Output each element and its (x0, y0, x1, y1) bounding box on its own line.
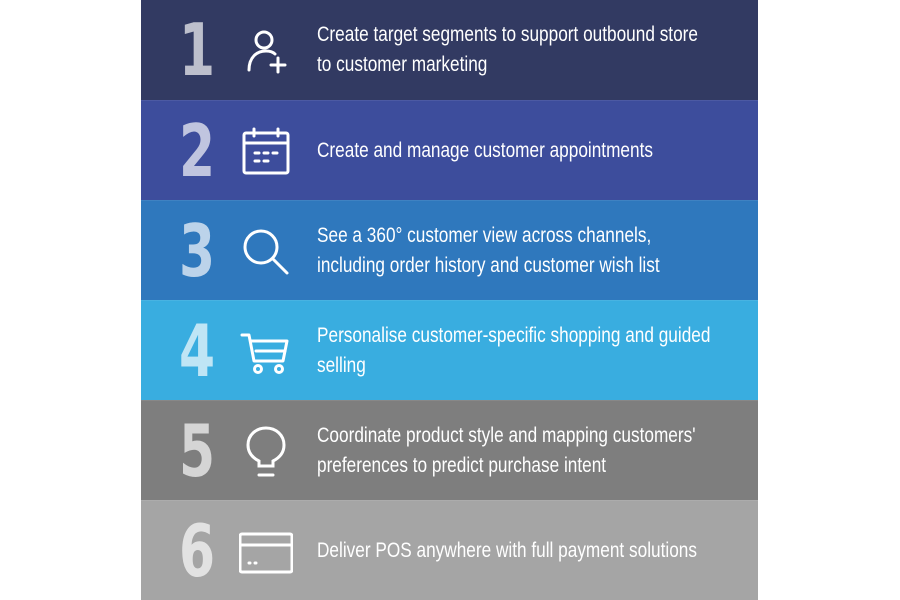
feature-text-line: to customer marketing (317, 53, 488, 76)
feature-row-5: 5 Coordinate product style and mapping c… (141, 400, 758, 500)
feature-row-4: 4 Personalise customer-specific shopping… (141, 300, 758, 400)
calendar-icon (239, 125, 293, 179)
feature-text-line: See a 360° customer view across channels… (317, 223, 652, 247)
feature-text-line: Create and manage customer appointments (317, 138, 653, 162)
feature-text-line: Coordinate product style and mapping cus… (317, 423, 696, 447)
feature-text-line: Deliver POS anywhere with full payment s… (317, 538, 697, 562)
step-number: 2 (178, 109, 216, 193)
feature-text-line: Personalise customer-specific shopping a… (317, 323, 711, 347)
feature-text-line: including order history and customer wis… (317, 253, 660, 277)
feature-text-line: Create target segments to support outbou… (317, 23, 698, 46)
feature-text-line: selling (317, 353, 366, 377)
user-plus-icon (239, 24, 293, 78)
step-number: 1 (178, 8, 216, 92)
step-number: 3 (178, 209, 216, 293)
credit-card-icon (238, 525, 294, 579)
step-number: 4 (178, 309, 216, 393)
feature-row-1: 1 Create target segments to support outb… (141, 0, 758, 100)
feature-row-2: 2 Create and manage customer appointment… (141, 100, 758, 200)
feature-list: 1 Create target segments to support outb… (141, 0, 758, 600)
step-number: 6 (178, 509, 216, 593)
shopping-cart-icon (239, 325, 293, 379)
feature-row-3: 3 See a 360° customer view across channe… (141, 200, 758, 300)
lightbulb-icon (239, 425, 293, 479)
feature-row-6: 6 Deliver POS anywhere with full payment… (141, 500, 758, 600)
search-icon (239, 225, 293, 279)
step-number: 5 (178, 409, 216, 493)
feature-text-line: preferences to predict purchase intent (317, 453, 607, 477)
